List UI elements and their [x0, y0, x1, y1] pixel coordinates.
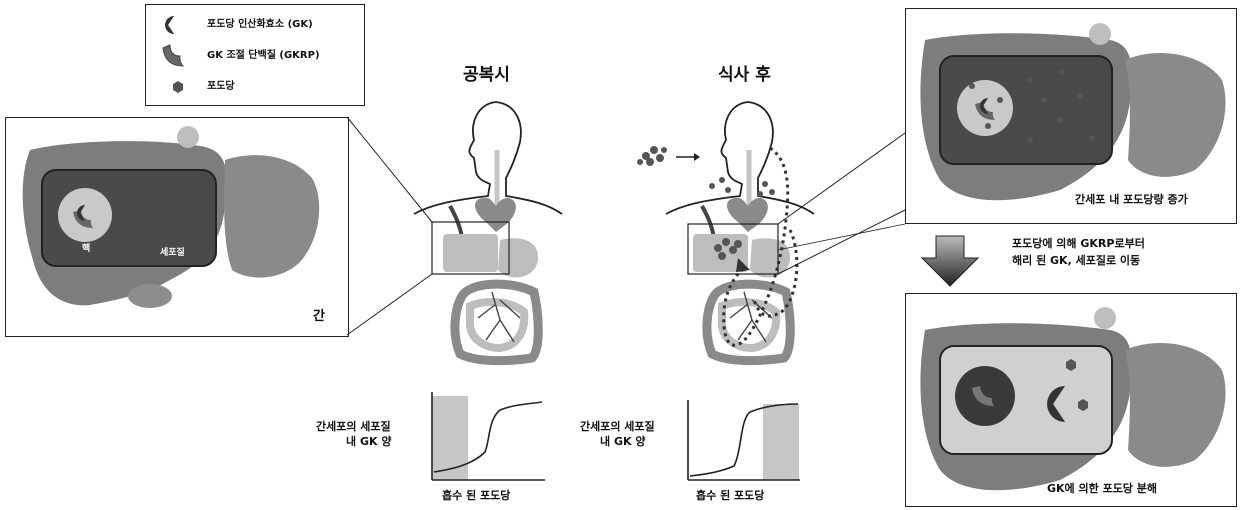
graph-fasting-ylabel-2: 내 GK 양: [346, 436, 391, 449]
graph-after-meal-ylabel-1: 간세포의 세포질: [580, 421, 655, 434]
graph-fasting-xlabel: 흡수 된 포도당: [442, 490, 510, 503]
graph-after-meal: [688, 400, 800, 480]
graph-after-meal-xlabel: 흡수 된 포도당: [696, 490, 764, 503]
graph-after-meal-ylabel-2: 내 GK 양: [600, 436, 645, 449]
graph-fasting: [432, 392, 545, 480]
graph-fasting-ylabel-1: 간세포의 세포질: [316, 421, 391, 434]
